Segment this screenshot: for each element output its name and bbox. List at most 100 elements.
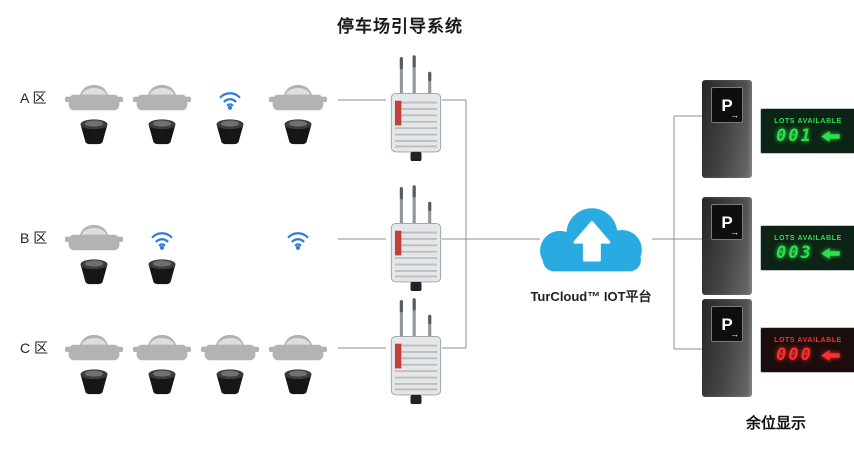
parking-sensor-icon [148, 369, 176, 395]
cloud-platform-label: TurCloud™ IOT平台 [530, 289, 652, 304]
wireless-gateway-icon [390, 55, 442, 162]
wifi-signal-icon [151, 232, 173, 250]
parking-sensor-icon [216, 119, 244, 145]
slot-occupancy [213, 76, 247, 114]
parking-sensor-icon [80, 369, 108, 395]
parking-p-logo: P→ [711, 87, 743, 123]
gateway-zone-a [384, 55, 448, 168]
car-icon [133, 84, 191, 111]
slot-sensor-area [280, 114, 316, 150]
slot-occupancy [269, 76, 327, 114]
slot-sensor-area [280, 364, 316, 400]
wifi-signal-icon [287, 232, 309, 250]
slot-occupancy [201, 326, 259, 364]
parking-slot [264, 326, 332, 400]
parking-p-logo: P→ [711, 204, 743, 240]
panel-title: LOTS AVAILABLE [774, 336, 842, 344]
slot-sensor-area [144, 114, 180, 150]
panel-title: LOTS AVAILABLE [774, 234, 842, 242]
p-arrow-icon: → [730, 329, 739, 339]
zone-label-a: A 区 [20, 90, 47, 106]
panel-count-row: 003 [776, 242, 840, 263]
iot-cloud [524, 196, 656, 288]
parking-sensor-icon [80, 119, 108, 145]
zone-a: A 区 [20, 76, 332, 150]
parking-sensor-icon [148, 259, 176, 285]
car-icon [133, 334, 191, 361]
parking-slot [60, 216, 128, 290]
slot-occupancy [133, 76, 191, 114]
parking-sensor-icon [80, 259, 108, 285]
wireless-gateway-icon [390, 185, 442, 292]
panel-count-row: 001 [776, 125, 840, 146]
parking-sensor-icon [284, 369, 312, 395]
slot-occupancy [269, 326, 327, 364]
parking-slot [128, 216, 196, 290]
zone-b: B 区 [20, 216, 332, 290]
parking-sensor-icon [284, 119, 312, 145]
zone-label-c: C 区 [20, 340, 48, 356]
slot-occupancy [65, 76, 123, 114]
slot-sensor-area [212, 114, 248, 150]
panel-count-row: 000 [776, 344, 840, 365]
p-letter: P [721, 212, 733, 232]
parking-sensor-icon [148, 119, 176, 145]
direction-arrow-icon [821, 247, 840, 259]
gateway-zone-b [384, 185, 448, 298]
page-title: 停车场引导系统 [337, 17, 463, 36]
parking-p-logo: P→ [711, 306, 743, 342]
car-icon [269, 334, 327, 361]
parking-sensor-icon [216, 369, 244, 395]
zone-c: C 区 [20, 326, 332, 400]
parking-slot [128, 326, 196, 400]
car-icon [65, 84, 123, 111]
slot-sensor-area [76, 114, 112, 150]
lots-count: 001 [776, 125, 813, 146]
parking-slot [196, 216, 264, 290]
parking-slot [196, 326, 264, 400]
direction-arrow-icon [821, 349, 840, 361]
slot-occupancy [133, 326, 191, 364]
slot-sensor-area [144, 254, 180, 290]
lots-count: 003 [776, 242, 813, 263]
gateway-zone-c [384, 298, 448, 411]
parking-sign-kiosk: P→ [702, 197, 752, 295]
slot-sensor-area [76, 364, 112, 400]
direction-arrow-icon [821, 130, 840, 142]
cloud-upload-icon [540, 208, 642, 272]
slot-occupancy [281, 216, 315, 254]
slot-occupancy [65, 216, 123, 254]
parking-slot [264, 76, 332, 150]
slot-sensor-area [76, 254, 112, 290]
parking-slot [264, 216, 332, 290]
parking-sign-kiosk: P→ [702, 80, 752, 178]
p-letter: P [721, 314, 733, 334]
slot-sensor-area [212, 364, 248, 400]
p-letter: P [721, 95, 733, 115]
slot-sensor-area [144, 364, 180, 400]
parking-slot [128, 76, 196, 150]
car-icon [201, 334, 259, 361]
car-icon [269, 84, 327, 111]
parking-slot [60, 76, 128, 150]
wifi-signal-icon [219, 92, 241, 110]
car-icon [65, 224, 123, 251]
car-icon [65, 334, 123, 361]
lots-count: 000 [776, 344, 813, 365]
parking-slot [196, 76, 264, 150]
parking-slot [60, 326, 128, 400]
wireless-gateway-icon [390, 298, 442, 405]
slot-occupancy [65, 326, 123, 364]
panel-title: LOTS AVAILABLE [774, 117, 842, 125]
p-arrow-icon: → [730, 110, 739, 120]
parking-sign-kiosk: P→ [702, 299, 752, 397]
p-arrow-icon: → [730, 227, 739, 237]
